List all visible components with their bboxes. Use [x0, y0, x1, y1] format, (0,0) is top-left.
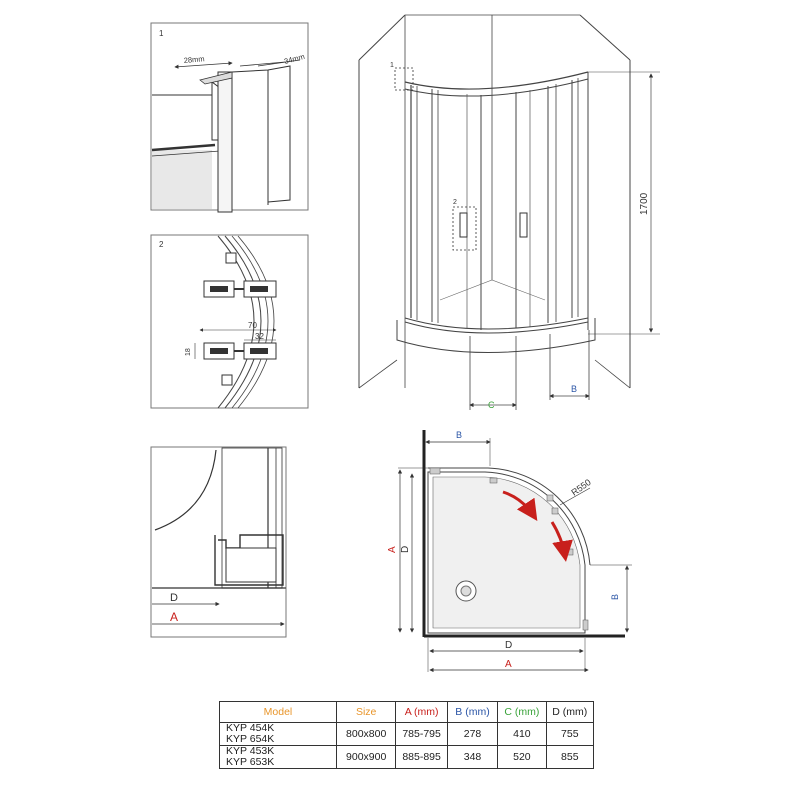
detail-3-dim-a: A: [170, 610, 178, 624]
spec-table-header: Model Size A (mm) B (mm) C (mm) D (mm): [219, 701, 595, 723]
header-d: D (mm): [545, 701, 595, 723]
row-1-size: 800x800: [335, 722, 397, 746]
row-2-model-1: KYP 453K: [226, 745, 275, 757]
header-size: Size: [335, 701, 397, 723]
plan-view: R550 B B A D D A: [387, 430, 632, 673]
plan-radius: R550: [569, 477, 592, 498]
row-1-d: 755: [545, 722, 595, 746]
height-1700: 1700: [639, 192, 650, 215]
detail-1-panel: 1 28mm 34mm: [150, 22, 309, 213]
perspective-dim-b: B: [571, 384, 577, 394]
callout-2: 2: [453, 199, 457, 206]
row-2-d: 855: [545, 745, 595, 769]
row-2-b: 348: [446, 745, 499, 769]
header-model: Model: [219, 701, 337, 723]
plan-dim-b-top: B: [456, 430, 462, 440]
plan-dim-d-bottom: D: [505, 640, 512, 651]
plan-dim-a-left: A: [387, 546, 398, 553]
row-1-c: 410: [497, 722, 547, 746]
row-2-model-2: KYP 653K: [226, 756, 275, 768]
row-2-size: 900x900: [335, 745, 397, 769]
header-a: A (mm): [395, 701, 448, 723]
spec-table: Model Size A (mm) B (mm) C (mm) D (mm) K…: [219, 701, 595, 769]
row-1-b: 278: [446, 722, 499, 746]
row-2-c: 520: [497, 745, 547, 769]
perspective-view: 1 2 1700 C B: [358, 14, 660, 410]
row-1-model-2: KYP 654K: [226, 733, 275, 745]
detail-1-label: 1: [159, 29, 164, 38]
header-b: B (mm): [446, 701, 499, 723]
header-c: C (mm): [497, 701, 547, 723]
detail-3-panel: D A: [150, 446, 287, 638]
plan-dim-a-bottom: A: [505, 659, 512, 670]
detail-1-dim-28: 28mm: [183, 54, 205, 65]
row-2-a: 885-895: [395, 745, 448, 769]
detail-2-panel: 2 70 32 18: [150, 234, 309, 409]
detail-2-dim-32: 32: [255, 332, 264, 341]
detail-2-dim-70: 70: [248, 321, 257, 330]
plan-dim-d-left: D: [400, 546, 411, 553]
perspective-dim-c: C: [488, 400, 495, 410]
detail-3-dim-d: D: [170, 592, 178, 604]
callout-1: 1: [390, 62, 394, 69]
detail-2-label: 2: [159, 240, 164, 249]
row-1-model-1: KYP 454K: [226, 722, 275, 734]
plan-dim-b-right: B: [610, 594, 620, 600]
row-1-a: 785-795: [395, 722, 448, 746]
detail-2-dim-18: 18: [185, 348, 192, 356]
